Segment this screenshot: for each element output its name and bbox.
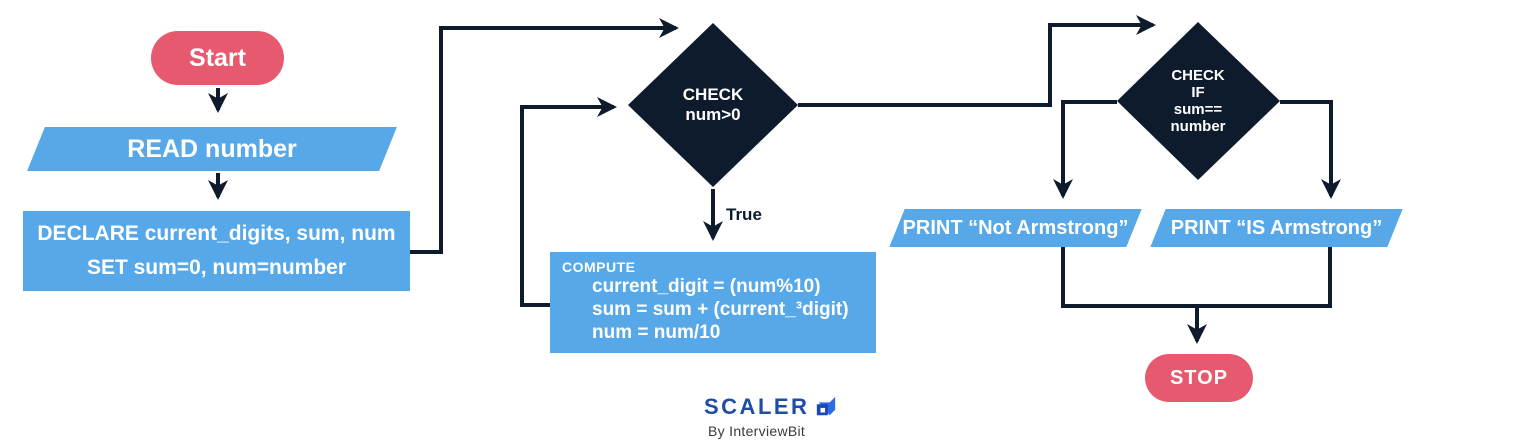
- print-not-armstrong-label: PRINT “Not Armstrong”: [902, 216, 1129, 239]
- stop-node: STOP: [1145, 354, 1253, 402]
- diamond-check-sum-shape: [1117, 22, 1280, 180]
- edge-checksum-to-printnot: [1053, 100, 1117, 199]
- compute-line-3: num = num/10: [592, 322, 721, 343]
- stop-label: STOP: [1169, 366, 1229, 389]
- byline-text: By InterviewBit: [708, 423, 806, 439]
- compute-box: COMPUTE current_digit = (num%10) sum = s…: [550, 252, 876, 353]
- scaler-logo-icon: [815, 395, 837, 419]
- declare-line-1: DECLARE current_digits, sum, num: [37, 222, 396, 245]
- edge-compute-loop-to-checknum: [520, 97, 617, 307]
- edge-checknum-to-checksum: [798, 15, 1156, 107]
- scaler-logo-text: SCALER: [704, 394, 810, 419]
- compute-line-1: current_digit = (num%10): [592, 276, 821, 297]
- diamond-check-sum-label: CHECK IF sum== number: [1170, 67, 1225, 135]
- start-node: Start: [151, 31, 284, 85]
- check-sum-line-3: sum==: [1173, 101, 1223, 118]
- diamond-check-num-shape: [628, 23, 798, 187]
- print-is-armstrong-label: PRINT “IS Armstrong”: [1170, 216, 1383, 239]
- logo-row: SCALER: [704, 394, 837, 420]
- compute-line-2: sum = sum + (current_³digit): [592, 299, 849, 320]
- edge-checksum-to-printis: [1280, 100, 1341, 199]
- check-sum-line-2: IF: [1191, 84, 1205, 101]
- diamond-check-num-label: CHECK num>0: [683, 85, 743, 125]
- declare-box: DECLARE current_digits, sum, num SET sum…: [23, 211, 410, 291]
- compute-title: COMPUTE: [562, 259, 636, 275]
- declare-line-2: SET sum=0, num=number: [86, 256, 347, 279]
- start-label: Start: [189, 43, 246, 72]
- branding-block: SCALER By InterviewBit: [704, 394, 837, 439]
- check-sum-line-1: CHECK: [1171, 67, 1225, 84]
- true-edge-label: True: [726, 205, 762, 224]
- check-sum-line-4: number: [1170, 118, 1226, 135]
- edge-join-prints: [1061, 247, 1332, 308]
- read-label: READ number: [127, 134, 297, 163]
- edge-declare-to-checknum: [410, 18, 679, 254]
- check-num-line-1: CHECK: [682, 85, 744, 104]
- check-num-line-2: num>0: [685, 105, 741, 124]
